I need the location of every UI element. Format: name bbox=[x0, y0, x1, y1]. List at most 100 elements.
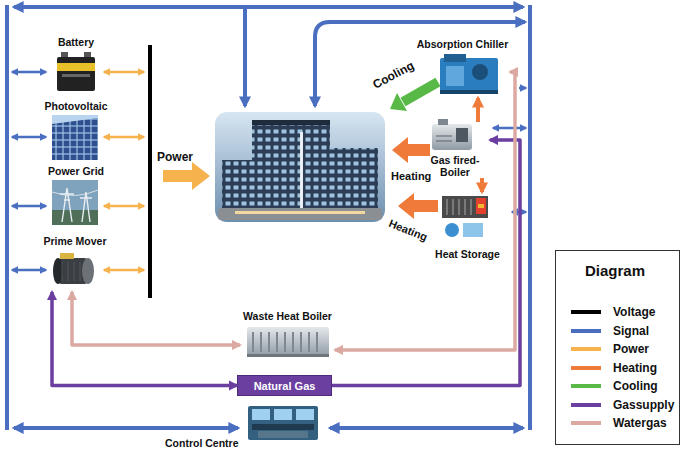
signal-lines-part bbox=[315, 22, 525, 106]
power-taps-part bbox=[104, 269, 144, 272]
prime-mover-illustration-part bbox=[60, 253, 74, 259]
control-centre-illustration bbox=[248, 406, 318, 440]
legend-row: Gassupply bbox=[556, 396, 679, 414]
absorption-chiller-illustration-part bbox=[444, 54, 466, 62]
connector bbox=[476, 98, 480, 122]
building-illustration-part bbox=[300, 132, 303, 212]
building-illustration-part bbox=[235, 211, 365, 214]
signal-taps-part bbox=[493, 127, 526, 130]
control-centre-illustration-part bbox=[274, 409, 292, 420]
absorption-chiller-illustration-part bbox=[440, 90, 498, 94]
photovoltaic-illustration-part bbox=[52, 118, 98, 160]
node-label: Heat Storage bbox=[435, 248, 500, 260]
flow-label: Heating bbox=[391, 170, 431, 182]
power-taps bbox=[104, 72, 144, 270]
heat-storage-illustration-part bbox=[476, 198, 486, 214]
photovoltaic-illustration bbox=[52, 115, 98, 160]
signal-taps bbox=[12, 72, 526, 270]
flow-label: Cooling bbox=[370, 58, 416, 91]
power-taps-part bbox=[104, 71, 144, 74]
legend-box: VoltageSignalPowerHeatingCoolingGassuppl… bbox=[555, 250, 680, 445]
waste-heat-boiler-illustration bbox=[247, 327, 329, 357]
battery-illustration-part bbox=[57, 57, 95, 91]
legend-row: Voltage bbox=[556, 303, 679, 321]
boiler-illustration-part bbox=[456, 128, 468, 142]
connector bbox=[335, 72, 515, 350]
prime-mover-illustration-part bbox=[62, 262, 80, 281]
heat-storage-illustration-part bbox=[442, 196, 488, 218]
legend-swatch bbox=[571, 347, 601, 351]
power-grid-illustration-part bbox=[52, 190, 98, 196]
building-illustration-part bbox=[330, 148, 378, 212]
fuel-box: Natural Gas bbox=[237, 375, 332, 396]
cooling-arrow bbox=[390, 82, 438, 111]
control-centre-illustration-part bbox=[248, 406, 318, 440]
signal-lines-part bbox=[528, 5, 532, 430]
control-centre-illustration-part bbox=[296, 409, 314, 420]
node-label: Photovoltaic bbox=[44, 100, 107, 112]
signal-taps-part bbox=[12, 71, 46, 74]
prime-mover-illustration-part bbox=[82, 258, 94, 284]
cooling-arrow-part bbox=[390, 93, 407, 111]
signal-taps-part bbox=[12, 205, 46, 208]
heat-storage-illustration-part bbox=[478, 204, 484, 208]
legend-text: Watergas bbox=[613, 414, 667, 432]
legend-row: Power bbox=[556, 340, 679, 358]
legend-row: Signal bbox=[556, 322, 679, 340]
legend-swatch bbox=[571, 329, 601, 333]
legend-swatch bbox=[571, 366, 601, 370]
flow-label: Power bbox=[157, 150, 193, 164]
heat-storage-illustration bbox=[442, 196, 488, 237]
power-grid-illustration-part bbox=[52, 180, 98, 225]
legend-swatch bbox=[571, 310, 601, 314]
power-grid-illustration bbox=[52, 180, 98, 225]
component-node: Power Grid bbox=[45, 165, 107, 227]
power-taps-part bbox=[104, 205, 144, 208]
node-label: Power Grid bbox=[48, 165, 104, 177]
flow-label: Heating bbox=[387, 217, 429, 243]
heating-arrows-part bbox=[392, 137, 430, 163]
battery-illustration bbox=[57, 52, 95, 91]
building-illustration bbox=[215, 112, 385, 222]
boiler-illustration bbox=[432, 119, 472, 150]
heat-storage-illustration-part bbox=[463, 223, 483, 237]
voltage-bus bbox=[150, 45, 151, 298]
control-centre-illustration-part bbox=[258, 431, 308, 438]
power-taps-part bbox=[104, 136, 144, 139]
absorption-chiller-illustration bbox=[440, 54, 498, 94]
node-label: Waste Heat Boiler bbox=[243, 310, 332, 322]
power-arrow bbox=[163, 162, 210, 190]
voltage-bus-part bbox=[148, 45, 152, 298]
building-illustration-part bbox=[252, 120, 330, 125]
building-illustration-part bbox=[218, 208, 382, 220]
absorption-chiller-illustration-part bbox=[446, 66, 464, 86]
heating-arrows bbox=[392, 137, 438, 219]
legend-text: Voltage bbox=[613, 303, 655, 321]
signal-lines-part bbox=[5, 5, 9, 430]
boiler-illustration-part bbox=[438, 119, 448, 125]
component-node: Heat Storage bbox=[425, 192, 510, 260]
battery-illustration-part bbox=[61, 52, 68, 57]
photovoltaic-illustration-part bbox=[52, 115, 98, 160]
heat-storage-illustration-part bbox=[447, 199, 471, 215]
heat-storage-illustration-part bbox=[445, 223, 459, 237]
connector bbox=[52, 292, 237, 386]
node-label: Battery bbox=[58, 36, 94, 48]
waste-heat-boiler-illustration-part bbox=[247, 327, 329, 357]
building-illustration-part bbox=[252, 124, 330, 212]
component-node: Gas fired-Boiler bbox=[420, 122, 490, 178]
node-label: Prime Mover bbox=[43, 235, 106, 247]
legend-text: Heating bbox=[613, 359, 657, 377]
legend-row: Cooling bbox=[556, 377, 679, 395]
waste-heat-boiler-illustration-part bbox=[253, 332, 317, 352]
node-label: Absorption Chiller bbox=[417, 38, 509, 50]
waste-heat-boiler-illustration-part bbox=[247, 354, 329, 357]
control-centre-illustration-part bbox=[252, 409, 270, 420]
legend-text: Signal bbox=[613, 322, 649, 340]
legend-row: Watergas bbox=[556, 414, 679, 432]
signal-lines-part bbox=[14, 426, 238, 430]
signal-lines-part bbox=[243, 7, 247, 106]
component-node: Control Centre bbox=[165, 403, 325, 449]
heating-arrows-part bbox=[398, 193, 438, 219]
component-node: Prime Mover bbox=[42, 235, 108, 292]
